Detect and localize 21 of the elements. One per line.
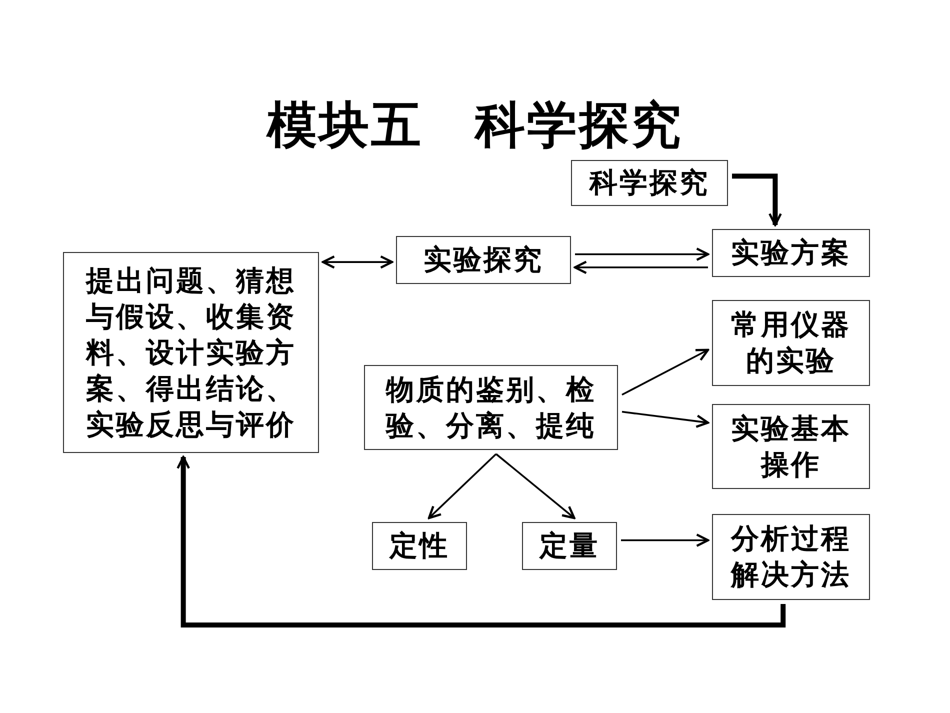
process-box: 实验方案	[712, 229, 870, 277]
arrow	[622, 410, 710, 428]
arrow	[621, 534, 710, 547]
arrow	[732, 174, 782, 226]
arrow	[575, 248, 710, 261]
arrow	[428, 453, 497, 520]
arrow	[622, 348, 710, 396]
arrow	[496, 453, 576, 520]
arrow	[574, 260, 708, 274]
arrow	[176, 456, 786, 628]
title: 模块五 科学探究	[265, 94, 684, 156]
process-box: 物质的鉴别、检验、分离、提纯	[364, 365, 618, 450]
arrow	[322, 255, 394, 269]
process-box: 实验探究	[396, 236, 571, 284]
process-box: 实验基本操作	[712, 404, 870, 489]
process-box: 分析过程解决方法	[712, 514, 870, 600]
process-box: 提出问题、猜想与假设、收集资料、设计实验方案、得出结论、实验反思与评价	[63, 252, 319, 453]
process-box: 常用仪器的实验	[712, 300, 870, 386]
process-box: 科学探究	[571, 160, 728, 206]
process-box: 定量	[522, 522, 617, 570]
process-box: 定性	[372, 522, 467, 570]
